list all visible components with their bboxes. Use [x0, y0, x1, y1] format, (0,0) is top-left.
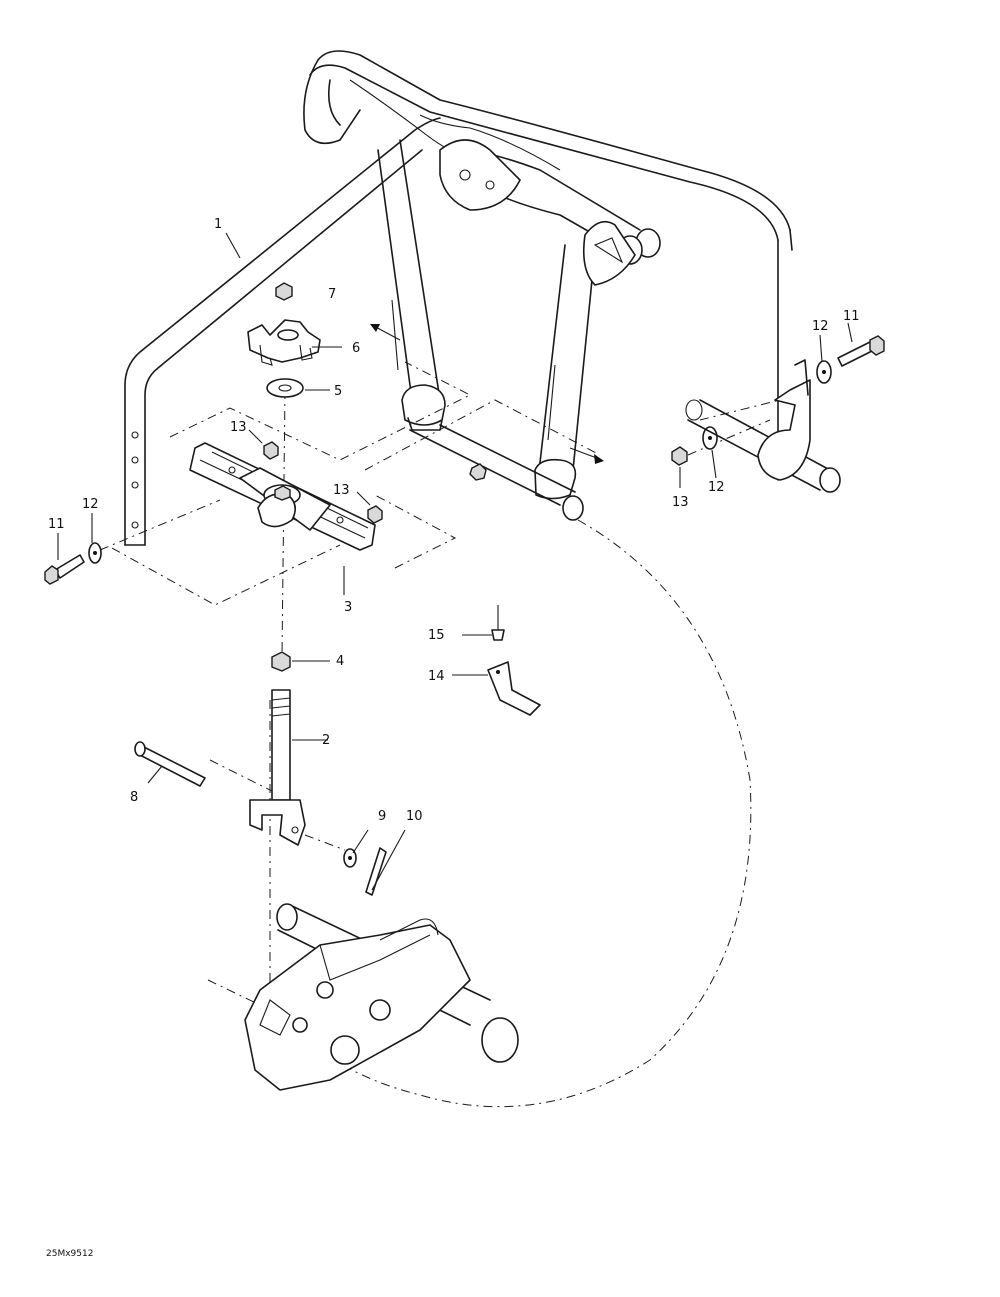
- part-11-bolt-a: [44, 554, 85, 585]
- part-15-rivet: [491, 605, 505, 641]
- part-7-nut: [275, 282, 293, 301]
- callout-1: 1: [214, 217, 222, 232]
- callout-8: 8: [130, 790, 138, 805]
- part-13-nut-b: [367, 505, 383, 524]
- callout-15: 15: [428, 628, 445, 643]
- callout-5: 5: [334, 384, 342, 399]
- part-11-bolt-b: [837, 335, 885, 367]
- part-5-washer: [266, 378, 304, 398]
- callout-2: 2: [322, 733, 330, 748]
- lower-pivot-arm: [244, 903, 519, 1091]
- direction-arrows: [370, 324, 604, 464]
- callout-9: 9: [378, 809, 386, 824]
- part-8-pin: [134, 741, 206, 787]
- callout-11-right: 11: [843, 309, 860, 324]
- part-3-plate: [189, 442, 376, 551]
- callout-11-left: 11: [48, 517, 65, 532]
- callout-6: 6: [352, 341, 360, 356]
- part-14-bracket: [487, 661, 541, 716]
- part-1-bracket: [124, 117, 441, 546]
- callout-7: 7: [328, 287, 336, 302]
- callout-10: 10: [406, 809, 423, 824]
- callout-13-right: 13: [672, 495, 689, 510]
- callout-12-top-right: 12: [812, 319, 829, 334]
- callout-12-bottom-right: 12: [708, 480, 725, 495]
- part-13-nut-a: [263, 441, 279, 460]
- frame-assembly: [303, 50, 793, 521]
- part-2-rod: [249, 689, 306, 846]
- part-10-cotter-pin: [365, 847, 387, 896]
- part-9-washer: [343, 848, 357, 868]
- part-13-nut-c: [671, 446, 688, 466]
- rear-clamp: [685, 359, 841, 493]
- callout-14: 14: [428, 669, 445, 684]
- callout-13-center: 13: [333, 483, 350, 498]
- callout-13-left: 13: [230, 420, 247, 435]
- callout-3: 3: [344, 600, 352, 615]
- part-4-nut: [271, 651, 291, 672]
- leader-lines: [57, 232, 853, 891]
- diagram-reference-code: 25Mx9512: [46, 1249, 93, 1259]
- part-12-washer-a: [88, 542, 102, 564]
- callout-labels: 1 2 3 4 5 6 7 8 9 10 11 11 12 12 12 13 1…: [48, 217, 860, 824]
- part-12-washer-c: [816, 360, 832, 384]
- part-6-adjuster: [247, 319, 321, 366]
- part-12-washer-b: [702, 426, 718, 450]
- callout-4: 4: [336, 654, 344, 669]
- assembly-guides: [99, 361, 781, 1108]
- callout-12-left: 12: [82, 497, 99, 512]
